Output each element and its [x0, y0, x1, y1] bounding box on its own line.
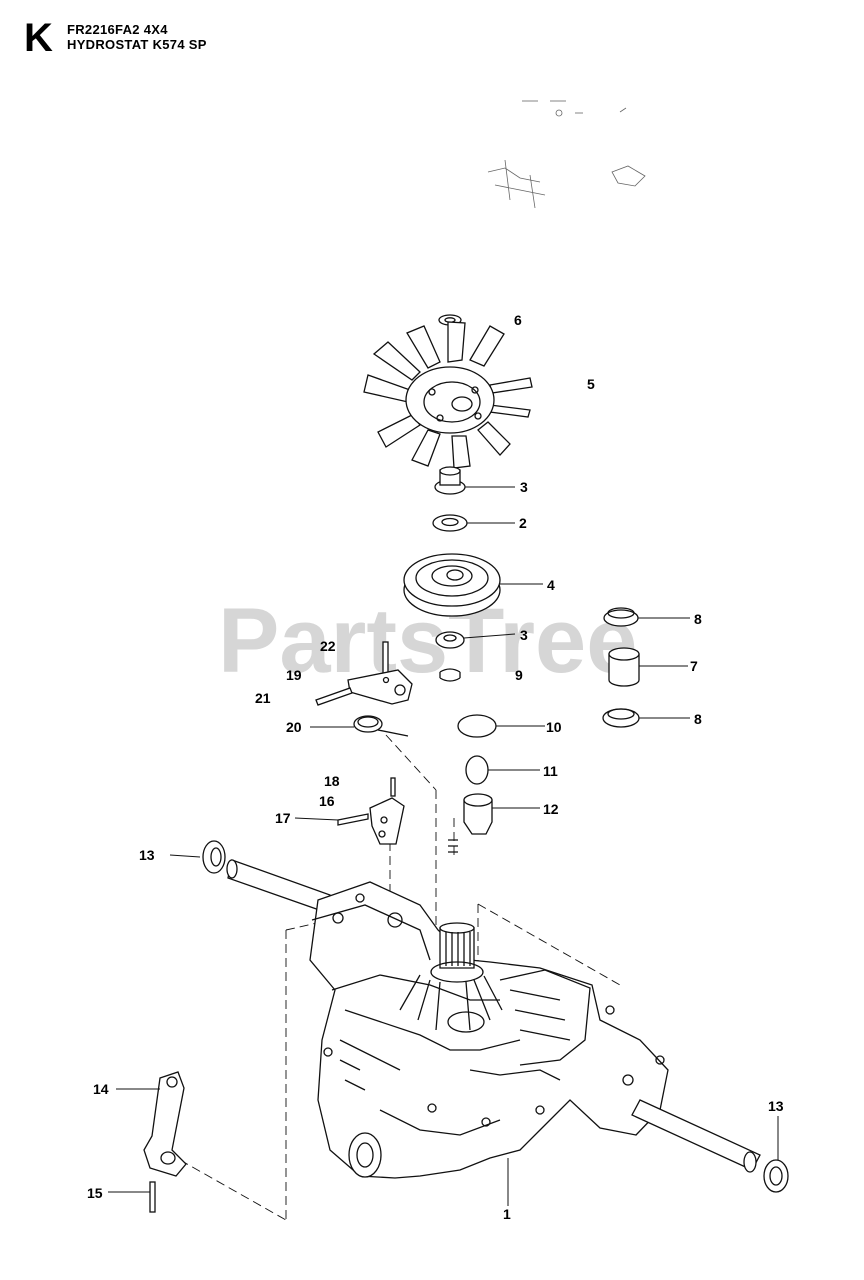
callout-3-upper: 3	[520, 479, 528, 495]
callout-8-lower: 8	[694, 711, 702, 727]
callout-1: 1	[503, 1206, 511, 1222]
callout-17: 17	[275, 810, 291, 826]
part-15-pin	[149, 1181, 156, 1213]
faint-sketch	[487, 100, 646, 209]
model-title: FR2216FA2 4X4	[67, 22, 168, 37]
part-10-cap	[457, 714, 497, 738]
part-4-pulley	[403, 553, 501, 617]
callout-5: 5	[587, 376, 595, 392]
part-13-seal-left	[202, 840, 226, 874]
leader-lines	[108, 486, 779, 1206]
callout-3-lower: 3	[520, 627, 528, 643]
callout-22: 22	[320, 638, 336, 654]
part-3-hub-upper	[434, 466, 466, 495]
callout-16: 16	[319, 793, 335, 809]
left-axle	[226, 859, 331, 913]
part-20-spring	[353, 715, 409, 737]
callout-11: 11	[543, 763, 558, 779]
part-16-arm	[369, 797, 405, 845]
part-7-bushing	[608, 647, 640, 687]
callout-18: 18	[324, 773, 340, 789]
part-19-control-arm	[347, 669, 413, 705]
callout-13-right: 13	[768, 1098, 784, 1114]
part-12-valve	[463, 793, 493, 835]
callout-4: 4	[547, 577, 555, 593]
part-8-seal-upper	[603, 607, 639, 627]
callout-7: 7	[690, 658, 698, 674]
callout-20: 20	[286, 719, 302, 735]
callout-19: 19	[286, 667, 302, 683]
part-1-transaxle-housing	[309, 881, 669, 1179]
callout-6: 6	[514, 312, 522, 328]
callout-12: 12	[543, 801, 559, 817]
part-3-hub-lower	[435, 631, 465, 649]
part-14-lever	[143, 1071, 187, 1177]
callout-21: 21	[255, 690, 271, 706]
part-8-seal-lower	[602, 708, 640, 728]
section-letter: K	[24, 16, 53, 60]
assembly-title: HYDROSTAT K574 SP	[67, 37, 207, 52]
callout-14: 14	[93, 1081, 109, 1097]
part-5-cooling-fan	[363, 321, 533, 469]
callout-15: 15	[87, 1185, 103, 1201]
callout-2: 2	[519, 515, 527, 531]
part-18-pin	[390, 777, 396, 797]
part-17-pin	[337, 813, 369, 826]
part-21-pin	[315, 687, 353, 706]
callout-9: 9	[515, 667, 523, 683]
callout-10: 10	[546, 719, 562, 735]
part-2-washer	[432, 514, 468, 532]
part-13-seal-right	[763, 1159, 789, 1193]
part-11-o-ring	[465, 755, 489, 785]
right-axle	[631, 1099, 761, 1173]
spring-hint	[448, 839, 458, 853]
callout-13-left: 13	[139, 847, 155, 863]
part-9-spring-washer	[439, 668, 461, 682]
callout-8-upper: 8	[694, 611, 702, 627]
callout-labels: 6 5 3 2 4 8 22 3 7 19 9 21 8 10 20 11 18…	[87, 312, 784, 1222]
